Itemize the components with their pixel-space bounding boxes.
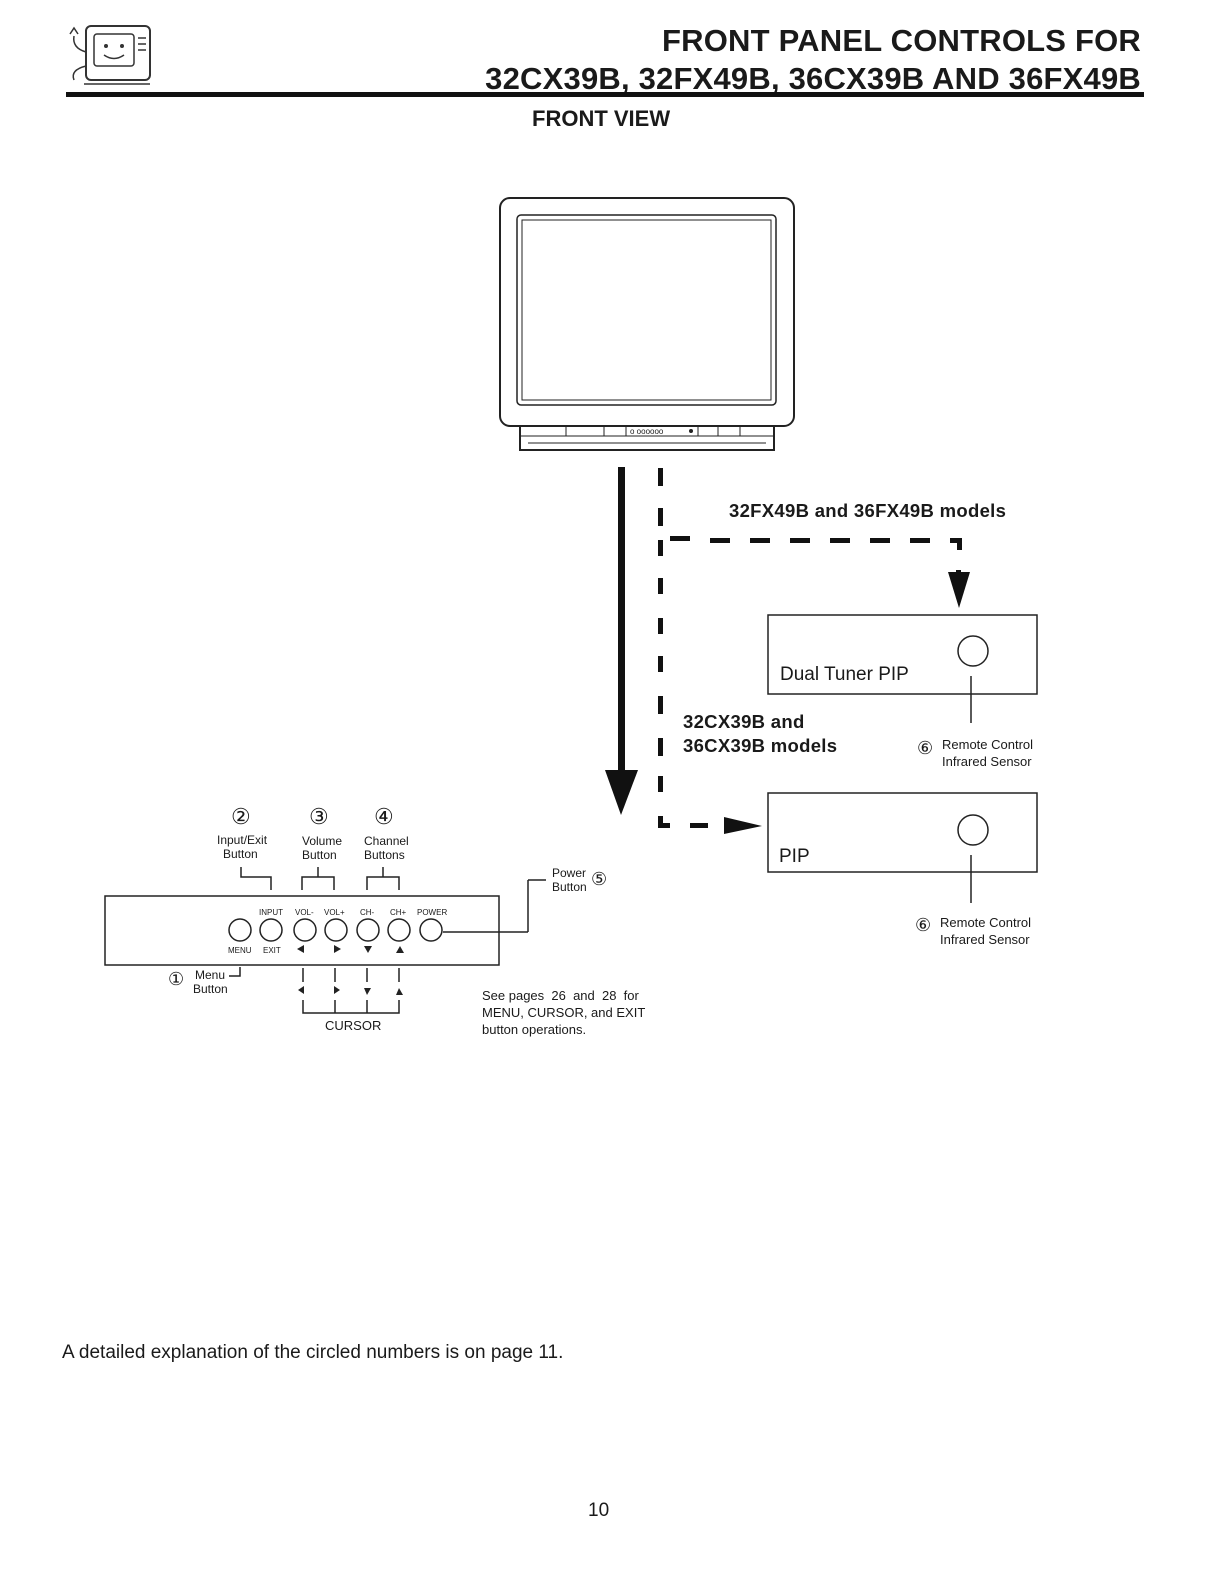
channel-label-line2: Buttons (364, 848, 405, 862)
footer-text: A detailed explanation of the circled nu… (62, 1342, 564, 1363)
channel-label-line1: Channel (364, 834, 409, 848)
note-line1: See pages 26 and 28 for (482, 988, 639, 1003)
dual-tuner-pip-label: Dual Tuner PIP (780, 664, 909, 685)
circled-number-3: ③ (309, 804, 329, 829)
circled-number-5: ⑤ (591, 869, 608, 889)
cursor-label: CURSOR (325, 1018, 382, 1033)
circled-number-1: ① (168, 969, 185, 989)
panel-label-vol-plus: VOL+ (324, 908, 345, 917)
sensor-label-line1: Remote Control (940, 915, 1032, 930)
menu-label-line2: Button (193, 982, 228, 996)
circled-number-6: ⑥ (917, 738, 934, 758)
control-panel-illustration (104, 867, 546, 1014)
panel-label-input: INPUT (259, 908, 283, 917)
circled-number-6: ⑥ (915, 915, 932, 935)
note-line3: button operations. (482, 1022, 587, 1037)
page-title-line1: FRONT PANEL CONTROLS FOR (662, 23, 1141, 58)
title-rule (66, 92, 1144, 97)
menu-label-line1: Menu (195, 968, 226, 982)
panel-label-ch-minus: CH- (360, 908, 375, 917)
dashed-connector (658, 468, 970, 834)
panel-label-vol-minus: VOL- (295, 908, 314, 917)
circled-number-2: ② (231, 804, 251, 829)
sensor-label-line2: Infrared Sensor (942, 754, 1032, 769)
dual-tuner-pip-box (767, 614, 1038, 723)
volume-label-line1: Volume (302, 834, 343, 848)
page-number: 10 (588, 1500, 610, 1521)
panel-label-power: POWER (417, 908, 448, 917)
panel-label-exit: EXIT (263, 946, 281, 955)
tv-mascot-logo-icon (69, 25, 151, 85)
note-line2: MENU, CURSOR, and EXIT (482, 1005, 646, 1020)
tv-set-illustration: o oooooo (499, 197, 795, 451)
panel-label-menu: MENU (228, 946, 252, 955)
power-label-line1: Power (552, 866, 587, 880)
svg-text:o oooooo: o oooooo (630, 427, 664, 436)
power-label-line2: Button (552, 880, 587, 894)
input-exit-label-line2: Button (223, 847, 258, 861)
pip-box (767, 792, 1038, 903)
fx-models-label: 32FX49B and 36FX49B models (729, 500, 1007, 521)
volume-label-line2: Button (302, 848, 337, 862)
input-exit-label-line1: Input/Exit (217, 833, 268, 847)
circled-number-4: ④ (374, 804, 394, 829)
cx-models-label-line1: 32CX39B and (683, 711, 805, 732)
sensor-label-line2: Infrared Sensor (940, 932, 1030, 947)
panel-label-ch-plus: CH+ (390, 908, 407, 917)
page-title-line2: 32CX39B, 32FX49B, 36CX39B AND 36FX49B (485, 61, 1141, 96)
section-subtitle: FRONT VIEW (532, 106, 671, 131)
sensor-label-line1: Remote Control (942, 737, 1034, 752)
pip-label: PIP (779, 846, 810, 867)
cx-models-label-line2: 36CX39B models (683, 735, 838, 756)
solid-down-arrow (605, 467, 638, 815)
